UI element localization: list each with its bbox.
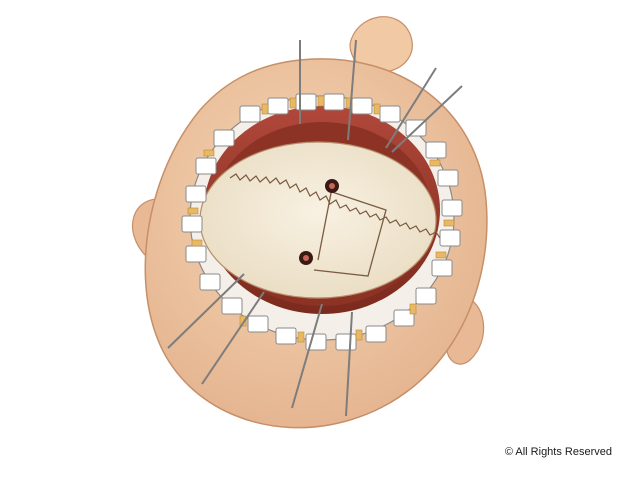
retractor-clips bbox=[181, 93, 463, 351]
traction-wires bbox=[167, 39, 463, 417]
copyright-notice: © All Rights Reserved bbox=[504, 446, 612, 458]
suture-line bbox=[229, 173, 441, 239]
marker-upper bbox=[325, 179, 339, 193]
palate bbox=[199, 141, 437, 299]
flap-outline bbox=[313, 187, 387, 277]
teeth bbox=[187, 95, 455, 343]
marker-lower bbox=[299, 251, 313, 265]
